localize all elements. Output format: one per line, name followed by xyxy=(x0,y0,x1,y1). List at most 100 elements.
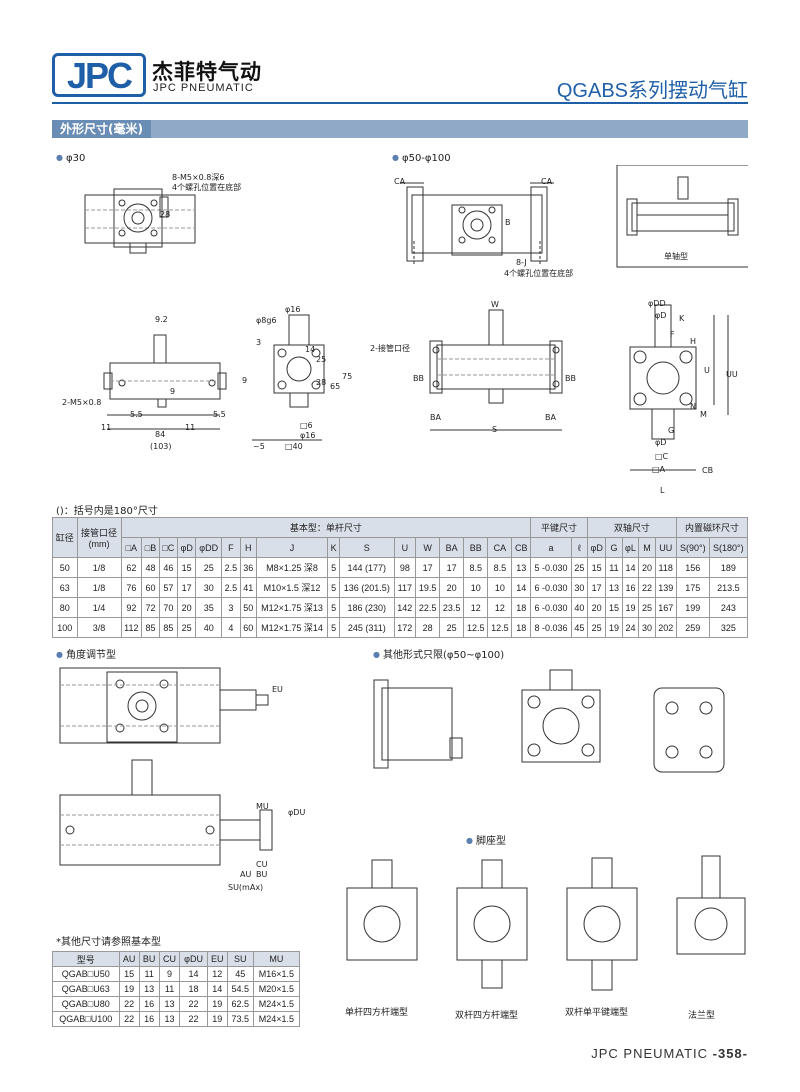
dim-14: 14 xyxy=(305,345,316,354)
column-header: CB xyxy=(511,537,532,558)
table-cell: 50 xyxy=(52,557,78,578)
series-code: QGABS xyxy=(556,80,628,102)
table-cell: 117 xyxy=(393,577,417,598)
table-cell: 15 xyxy=(118,966,140,982)
table-cell: 19 xyxy=(206,996,228,1012)
phi30-top-flange xyxy=(113,188,163,248)
dimension-drawings-top xyxy=(84,165,748,471)
table-cell: M24×1.5 xyxy=(252,1011,301,1027)
dim-phid2: φD xyxy=(655,438,667,447)
column-header: 型号 xyxy=(52,951,120,967)
main-dimension-table: 缸径 接管口径(mm) 基本型：单杆尺寸 平键尺寸 双轴尺寸 内置磁环尺寸 □A… xyxy=(52,517,749,638)
table-cell: 23.5 xyxy=(439,597,465,618)
dim-au: AU xyxy=(240,870,252,879)
table-cell: 6 -0.030 xyxy=(530,577,572,598)
table-cell: 186 (230) xyxy=(339,597,395,618)
dim-eu: EU xyxy=(272,685,283,694)
table-cell: 243 xyxy=(708,597,749,618)
table-cell: 11 xyxy=(138,966,160,982)
dim-sq6: □6 xyxy=(300,421,313,430)
note-bracket: ()：括号内是180°尺寸 xyxy=(56,506,158,517)
table-cell: QGAB□U50 xyxy=(52,966,120,982)
dim-u: U xyxy=(704,366,710,375)
table-cell: 14 xyxy=(511,577,532,598)
column-header: □C xyxy=(158,537,178,558)
table-cell: 46 xyxy=(158,557,178,578)
table-cell: 213.5 xyxy=(708,577,749,598)
dim-sqc: □C xyxy=(655,452,669,461)
table-cell: 10 xyxy=(487,577,513,598)
table-cell: 40 xyxy=(570,597,588,618)
dim-8j: 8-J xyxy=(516,258,527,267)
dim-bu: BU xyxy=(256,870,268,879)
table-cell: 19.5 xyxy=(415,577,441,598)
table-cell: 18 xyxy=(511,597,532,618)
dim-uu: UU xyxy=(726,370,738,379)
dim-5-5-right: 5.5 xyxy=(213,410,226,419)
dim-n: N xyxy=(690,402,696,411)
table-cell: 25 xyxy=(570,557,588,578)
dim-g: G xyxy=(668,426,675,435)
table-cell: 25 xyxy=(638,597,656,618)
column-header: J xyxy=(255,537,329,558)
header-key: 平键尺寸 xyxy=(530,517,588,538)
table-cell: 30 xyxy=(570,577,588,598)
column-header: □A xyxy=(120,537,143,558)
table-cell: 22.5 xyxy=(415,597,441,618)
table-cell: 3 xyxy=(220,597,241,618)
table-cell: 11 xyxy=(605,557,623,578)
single-shaft-box xyxy=(616,165,748,268)
label-single-shaft: 单轴型 xyxy=(664,252,688,261)
table-cell: 22 xyxy=(638,577,656,598)
table-cell: 1/8 xyxy=(76,577,122,598)
foot-flange xyxy=(676,897,746,955)
table-cell: 16 xyxy=(621,577,640,598)
column-header: φDD xyxy=(195,537,222,558)
table-cell: 1/4 xyxy=(76,597,122,618)
header-divider xyxy=(52,102,748,104)
table-cell: 17 xyxy=(176,577,197,598)
table-cell: 14 xyxy=(179,966,208,982)
column-header: H xyxy=(239,537,257,558)
dim-9b: 9 xyxy=(242,376,248,385)
table-cell: 8.5 xyxy=(487,557,513,578)
table-cell: 17 xyxy=(415,557,441,578)
table-cell: QGAB□U80 xyxy=(52,996,120,1012)
dim-phi8g6: φ8g6 xyxy=(256,316,277,325)
label-foot-type: 脚座型 xyxy=(466,832,506,847)
table-cell: 172 xyxy=(393,617,417,638)
dim-w: W xyxy=(491,300,499,309)
column-header: G xyxy=(605,537,623,558)
dim-11-left: 11 xyxy=(101,423,112,432)
dim-65: 65 xyxy=(330,382,341,391)
column-header: S(180°) xyxy=(708,537,749,558)
column-header: S xyxy=(339,537,395,558)
dim-k: K xyxy=(679,314,685,323)
table-cell: 9 xyxy=(158,966,181,982)
table-cell: 139 xyxy=(654,577,677,598)
column-header: SU xyxy=(226,951,254,967)
table-cell: 25 xyxy=(195,557,222,578)
footer-brand: JPC PNEUMATIC xyxy=(591,1046,709,1061)
dim-9: 9 xyxy=(170,387,176,396)
column-header: CU xyxy=(158,951,181,967)
dim-m5-depth: 8-M5×0.8深6 xyxy=(172,173,225,182)
column-header: φD xyxy=(586,537,607,558)
table-cell: 12 xyxy=(463,597,489,618)
table-cell: 16 xyxy=(138,1011,160,1027)
table-cell: 14 xyxy=(621,557,640,578)
table-cell: QGAB□U100 xyxy=(52,1011,120,1027)
dim-ca-left: CA xyxy=(394,177,406,186)
table-cell: 60 xyxy=(141,577,160,598)
table-cell: 8 -0.036 xyxy=(530,617,572,638)
column-header: EU xyxy=(206,951,228,967)
table-cell: 14 xyxy=(206,981,228,997)
table-cell: 15 xyxy=(586,557,607,578)
table-cell: 62 xyxy=(120,557,143,578)
dim-28b: 28 xyxy=(316,378,327,387)
table-cell: 3/8 xyxy=(76,617,122,638)
table-cell: M20×1.5 xyxy=(252,981,301,997)
